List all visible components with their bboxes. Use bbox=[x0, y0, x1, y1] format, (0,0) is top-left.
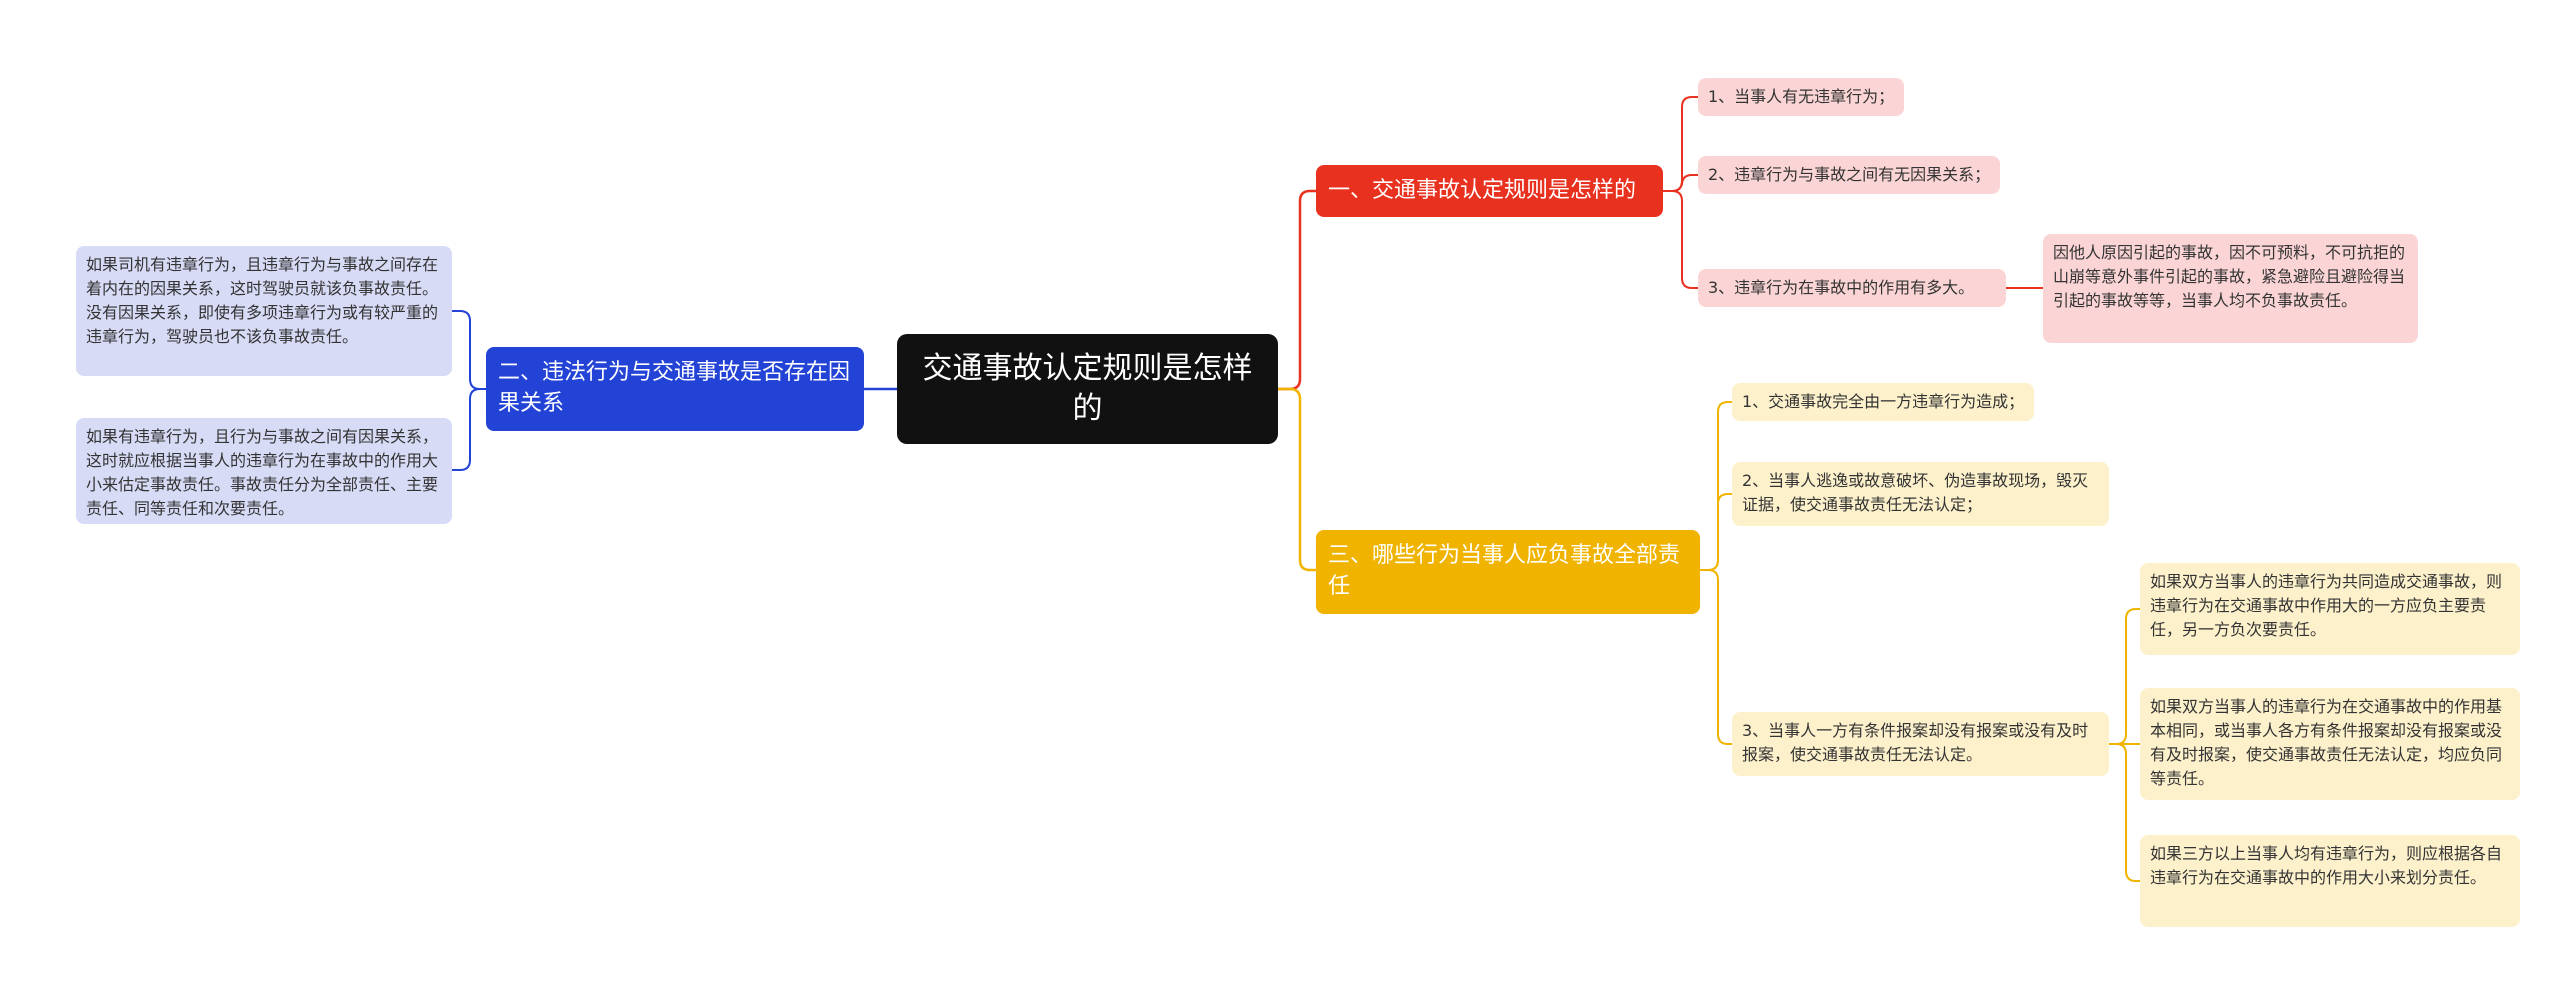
red-item-1-label: 1、当事人有无违章行为； bbox=[1708, 87, 1895, 106]
branch-yellow-topic[interactable]: 三、哪些行为当事人应负事故全部责任 bbox=[1316, 530, 1700, 614]
yellow-item-3[interactable]: 3、当事人一方有条件报案却没有报案或没有及时报案，使交通事故责任无法认定。 bbox=[1732, 712, 2109, 776]
connector-blue-to-item1 bbox=[452, 310, 486, 390]
blue-item-2[interactable]: 如果有违章行为，且行为与事故之间有因果关系，这时就应根据当事人的违章行为在事故中… bbox=[76, 418, 452, 524]
branch-red-label: 一、交通事故认定规则是怎样的 bbox=[1328, 177, 1637, 203]
connector-red-to-item1 bbox=[1663, 96, 1698, 192]
branch-blue-topic[interactable]: 二、违法行为与交通事故是否存在因果关系 bbox=[486, 347, 864, 431]
connector-yellow-item3-to-detail3 bbox=[2109, 743, 2140, 882]
yellow-item-3-detail-3-label: 如果三方以上当事人均有违章行为，则应根据各自违章行为在交通事故中的作用大小来划分… bbox=[2150, 844, 2503, 887]
connector-yellow-to-item3 bbox=[1700, 569, 1732, 745]
yellow-item-2[interactable]: 2、当事人逃逸或故意破坏、伪造事故现场，毁灭证据，使交通事故责任无法认定； bbox=[1732, 462, 2109, 526]
branch-yellow-label: 三、哪些行为当事人应负事故全部责任 bbox=[1328, 543, 1681, 599]
blue-item-1-label: 如果司机有违章行为，且违章行为与事故之间存在着内在的因果关系，这时驾驶员就该负事… bbox=[86, 255, 439, 346]
red-item-1[interactable]: 1、当事人有无违章行为； bbox=[1698, 78, 1905, 116]
red-item-3[interactable]: 3、违章行为在事故中的作用有多大。 bbox=[1698, 269, 2006, 307]
blue-item-2-label: 如果有违章行为，且行为与事故之间有因果关系，这时就应根据当事人的违章行为在事故中… bbox=[86, 427, 439, 518]
yellow-item-2-label: 2、当事人逃逸或故意破坏、伪造事故现场，毁灭证据，使交通事故责任无法认定； bbox=[1742, 471, 2089, 514]
connector-red-to-item3 bbox=[1663, 190, 1698, 289]
connector-yellow-item3-to-detail1 bbox=[2109, 608, 2140, 745]
connector-red-to-item2 bbox=[1663, 174, 1698, 192]
branch-red-topic[interactable]: 一、交通事故认定规则是怎样的 bbox=[1316, 165, 1663, 217]
connector-blue-to-item2 bbox=[452, 388, 486, 471]
red-item-3-label: 3、违章行为在事故中的作用有多大。 bbox=[1708, 278, 1975, 297]
yellow-item-1-label: 1、交通事故完全由一方违章行为造成； bbox=[1742, 392, 2025, 411]
blue-item-1[interactable]: 如果司机有违章行为，且违章行为与事故之间存在着内在的因果关系，这时驾驶员就该负事… bbox=[76, 246, 452, 376]
yellow-item-3-detail-1[interactable]: 如果双方当事人的违章行为共同造成交通事故，则违章行为在交通事故中作用大的一方应负… bbox=[2140, 563, 2520, 655]
red-item-3-detail-label: 因他人原因引起的事故，因不可预料，不可抗拒的山崩等意外事件引起的事故，紧急避险且… bbox=[2053, 243, 2406, 310]
connector-root-to-red bbox=[1278, 189, 1316, 391]
root-topic[interactable]: 交通事故认定规则是怎样的 bbox=[897, 334, 1278, 444]
branch-blue-label: 二、违法行为与交通事故是否存在因果关系 bbox=[498, 360, 851, 416]
red-item-3-detail[interactable]: 因他人原因引起的事故，因不可预料，不可抗拒的山崩等意外事件引起的事故，紧急避险且… bbox=[2043, 234, 2418, 343]
yellow-item-1[interactable]: 1、交通事故完全由一方违章行为造成； bbox=[1732, 383, 2035, 421]
yellow-item-3-detail-1-label: 如果双方当事人的违章行为共同造成交通事故，则违章行为在交通事故中作用大的一方应负… bbox=[2150, 572, 2503, 639]
connector-root-to-yellow bbox=[1278, 387, 1316, 572]
yellow-item-3-detail-3[interactable]: 如果三方以上当事人均有违章行为，则应根据各自违章行为在交通事故中的作用大小来划分… bbox=[2140, 835, 2520, 927]
yellow-item-3-detail-2[interactable]: 如果双方当事人的违章行为在交通事故中的作用基本相同，或当事人各方有条件报案却没有… bbox=[2140, 688, 2520, 800]
yellow-item-3-label: 3、当事人一方有条件报案却没有报案或没有及时报案，使交通事故责任无法认定。 bbox=[1742, 721, 2089, 764]
root-topic-label: 交通事故认定规则是怎样的 bbox=[922, 351, 1253, 426]
red-item-2[interactable]: 2、违章行为与事故之间有无因果关系； bbox=[1698, 156, 2001, 194]
yellow-item-3-detail-2-label: 如果双方当事人的违章行为在交通事故中的作用基本相同，或当事人各方有条件报案却没有… bbox=[2150, 697, 2503, 788]
connector-yellow-to-item2 bbox=[1700, 493, 1732, 571]
connector-yellow-to-item1 bbox=[1700, 401, 1732, 571]
red-item-2-label: 2、违章行为与事故之间有无因果关系； bbox=[1708, 165, 1991, 184]
